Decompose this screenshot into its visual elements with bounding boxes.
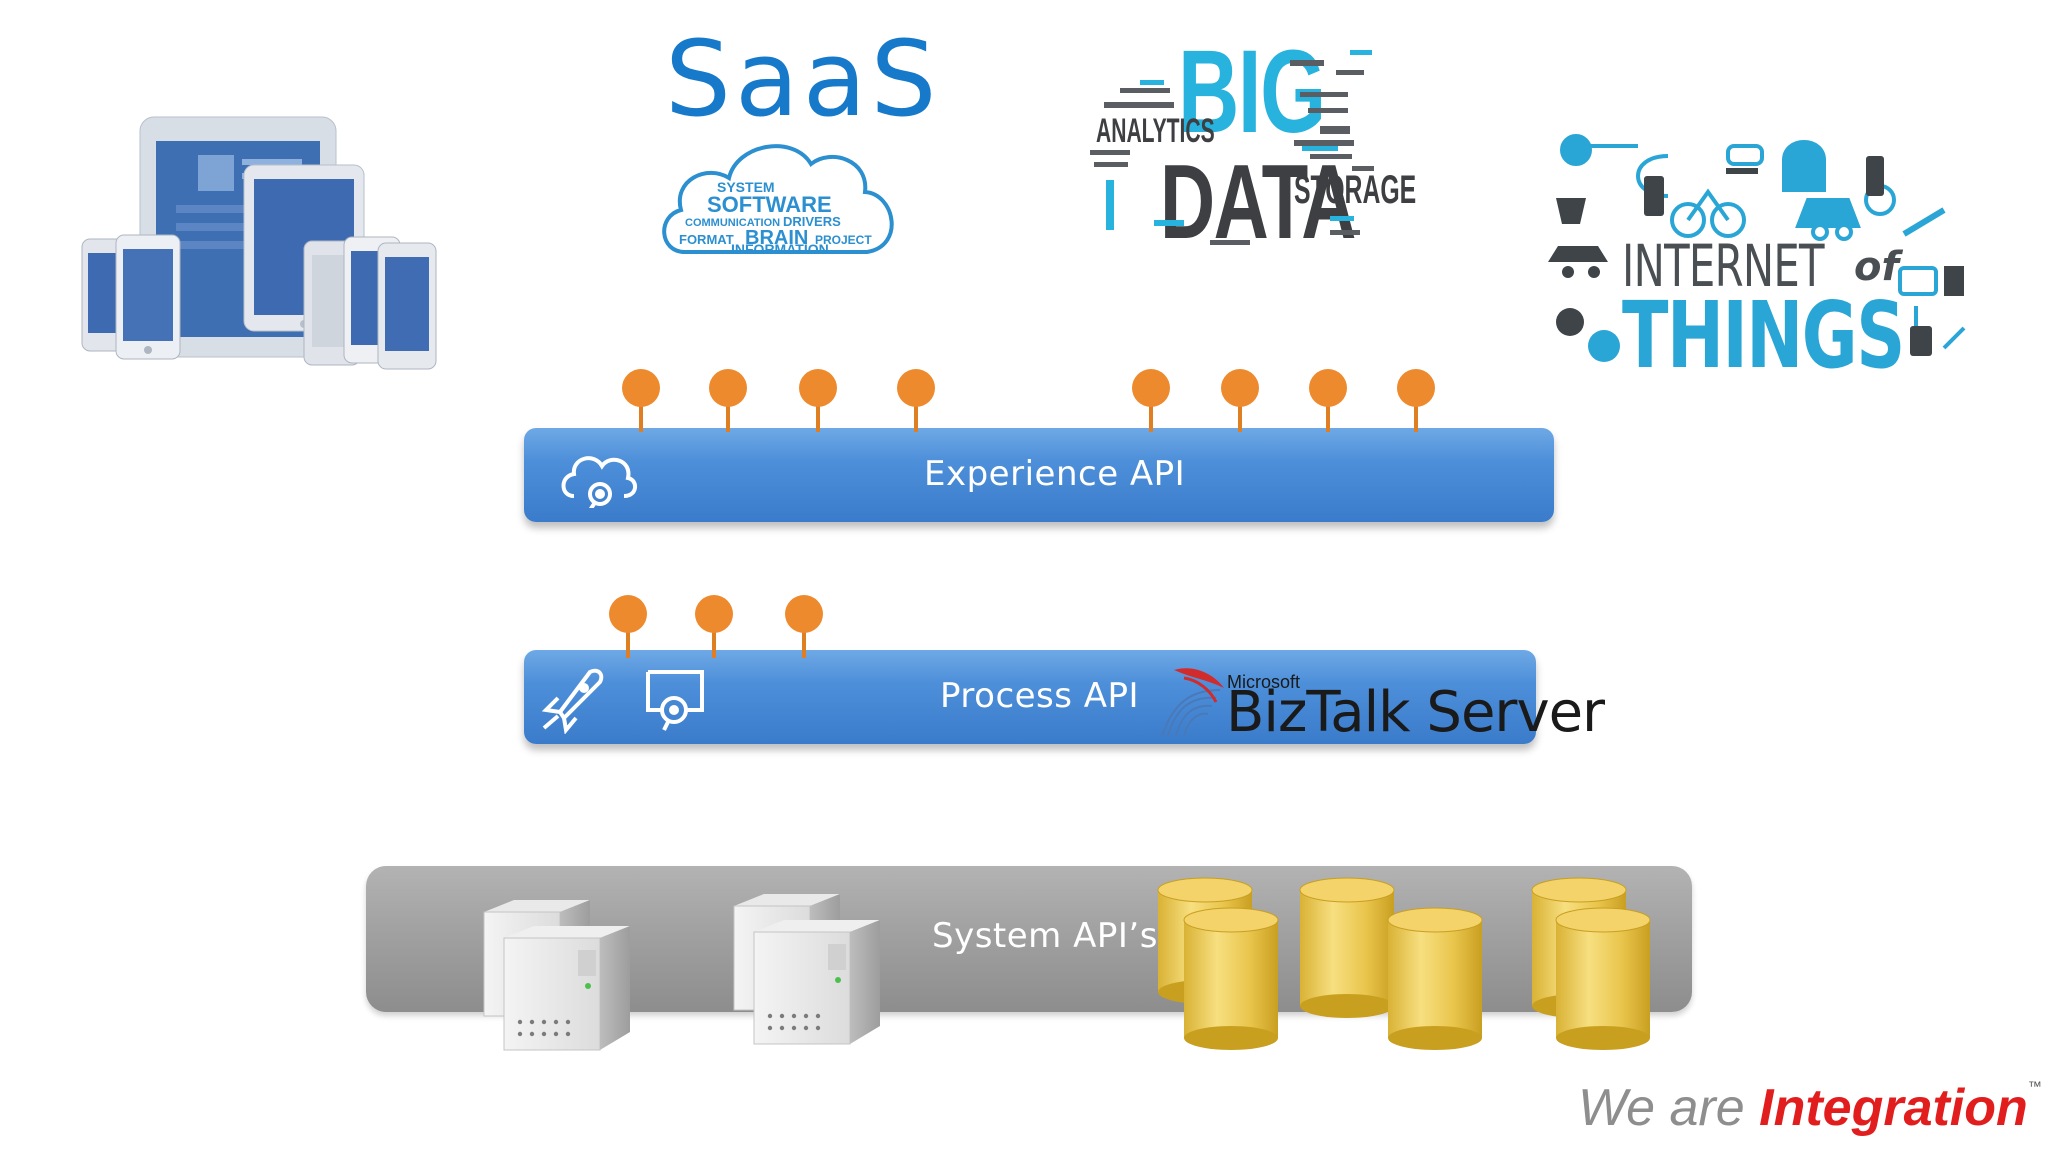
tagline-lead: We are (1578, 1079, 1760, 1137)
svg-text:INFORMATION: INFORMATION (731, 241, 829, 257)
svg-text:DRIVERS: DRIVERS (783, 214, 841, 229)
experience-api-bar: Experience API (524, 428, 1554, 522)
iot-internet-word: INTERNET (1622, 232, 1825, 300)
experience-api-label: Experience API (924, 454, 1186, 494)
big-data-storage: STORAGE (1294, 168, 1417, 212)
process-endpoint-pin (785, 595, 823, 658)
biztalk-microsoft-label: Microsoft (1227, 672, 1301, 692)
iot-icons (1548, 134, 1966, 362)
experience-endpoint-pin (709, 369, 747, 432)
brand-tagline: We are Integration™ (1578, 1078, 2042, 1138)
server-icon (733, 894, 880, 1045)
iot-of-word: of (1854, 244, 1899, 290)
devices-illustration (81, 116, 437, 370)
server-icon (483, 900, 630, 1051)
experience-endpoint-pin (1221, 369, 1259, 432)
biztalk-logo-icon (1161, 668, 1224, 737)
tagline-brand: Integration (1759, 1079, 2028, 1137)
experience-endpoint-pin (1132, 369, 1170, 432)
saas-cloud-icon: SYSTEM SOFTWARE COMMUNICATION DRIVERS FO… (662, 144, 894, 257)
big-data-small-words (1090, 50, 1374, 245)
database-cylinder (1555, 907, 1651, 1050)
system-api-label: System API’s (932, 916, 1158, 956)
process-api-bar: Process API (524, 650, 1536, 744)
database-cylinder (1183, 907, 1279, 1050)
svg-text:BRAIN: BRAIN (745, 227, 808, 249)
big-data-analytics: ANALYTICS (1096, 112, 1215, 150)
experience-endpoint-pin (1309, 369, 1347, 432)
svg-text:COMMUNICATION: COMMUNICATION (685, 217, 780, 229)
rocket-icon (541, 668, 604, 734)
iot-things-word: THINGS (1622, 282, 1905, 389)
experience-endpoint-pin (1397, 369, 1435, 432)
svg-text:PROJECT: PROJECT (815, 233, 872, 247)
svg-text:FORMAT: FORMAT (679, 232, 734, 247)
process-connect-icon (646, 670, 704, 731)
process-endpoint-pin (695, 595, 733, 658)
database-cylinder (1299, 877, 1395, 1018)
saas-title: SaaS (665, 18, 941, 140)
database-icons (1157, 877, 1651, 1050)
experience-endpoint-pin (622, 369, 660, 432)
database-cylinder (1387, 907, 1483, 1050)
experience-endpoint-pin (799, 369, 837, 432)
svg-text:SYSTEM: SYSTEM (717, 179, 775, 195)
experience-endpoint-pin (897, 369, 935, 432)
svg-text:SOFTWARE: SOFTWARE (707, 192, 832, 217)
cloud-connect-icon (561, 456, 637, 508)
process-endpoint-pin (609, 595, 647, 658)
biztalk-product-label: BizTalk Server (1226, 680, 1605, 745)
big-data-data: DATA (1160, 143, 1356, 261)
trademark-mark: ™ (2027, 1078, 2042, 1094)
process-api-label: Process API (940, 676, 1140, 716)
